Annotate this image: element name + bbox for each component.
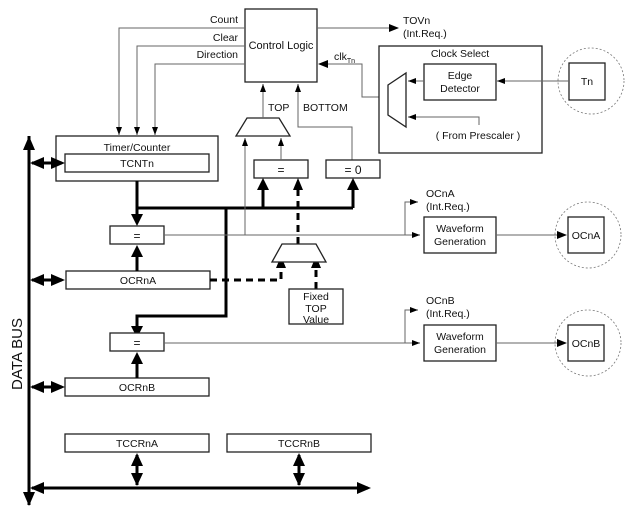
edge-detector-label-2: Detector xyxy=(440,83,480,95)
fixed-mux-dashed-arrow xyxy=(293,178,303,190)
ocnb-pin-circle xyxy=(554,309,622,377)
fixed-top-label-3: Value xyxy=(303,314,329,326)
ocnb-intreq-label: (Int.Req.) xyxy=(426,308,470,320)
ocna-pin-circle xyxy=(554,201,622,269)
data-bus-arrow-up xyxy=(23,136,35,150)
prescaler-line xyxy=(408,114,480,125)
control-logic-box xyxy=(244,8,318,83)
waveform-generation-b-box xyxy=(423,324,497,362)
bottom-bus-arrow-right xyxy=(357,482,371,494)
tccrna-label: TCCRnA xyxy=(116,438,158,450)
direction-line xyxy=(152,63,245,135)
ocna-pin-label: OCnA xyxy=(572,230,601,242)
top-label: TOP xyxy=(268,102,289,114)
tccrna-register xyxy=(64,433,210,453)
fixed-top-mux-icon xyxy=(270,243,328,263)
compare-b-box xyxy=(109,332,165,352)
compare-a-label: = xyxy=(133,229,140,243)
count-label: Count xyxy=(210,14,238,26)
ocna-int-line xyxy=(404,199,418,235)
bottom-label: BOTTOM xyxy=(303,102,348,114)
data-bus-arrow-down xyxy=(23,492,35,506)
ocnb-int-line xyxy=(404,307,418,343)
ocna-pin-box xyxy=(567,216,605,254)
tccrnb-register xyxy=(226,433,372,453)
tov-label: TOVn xyxy=(403,15,430,27)
edge-detector-label-1: Edge xyxy=(448,70,473,82)
control-signals: Count Clear Direction xyxy=(116,14,245,135)
compare-b-label: = xyxy=(133,336,140,350)
ocrna-dashed-to-mux xyxy=(210,268,283,282)
top-compare-label: = xyxy=(277,163,284,177)
ocrnb-bus-arrow xyxy=(30,381,65,393)
waveform-a-label-1: Waveform xyxy=(436,223,484,235)
ocnb-pin-box xyxy=(567,324,605,362)
waveform-b-label-2: Generation xyxy=(434,344,486,356)
tov-intreq-label: (Int.Req.) xyxy=(403,28,447,40)
ocrna-bus-arrow xyxy=(30,274,65,286)
ocrnb-to-compare-arrow xyxy=(131,352,143,378)
control-logic-label: Control Logic xyxy=(249,40,314,52)
ocna-intreq-label: (Int.Req.) xyxy=(426,201,470,213)
timer-counter-title: Timer/Counter xyxy=(104,142,171,154)
zero-compare-label: = 0 xyxy=(344,163,361,177)
clk-line xyxy=(318,60,388,98)
clear-label: Clear xyxy=(213,32,239,44)
edge-detector-box xyxy=(423,63,497,101)
tn-pin-box xyxy=(568,62,606,101)
tn-pin-label: Tn xyxy=(581,76,593,88)
ocrna-to-compare-arrow xyxy=(131,245,143,271)
data-bus-label: DATA BUS xyxy=(9,318,26,390)
waveform-a-label-2: Generation xyxy=(434,236,486,248)
bottom-line xyxy=(295,84,353,160)
clear-line xyxy=(134,45,245,135)
top-mux-icon xyxy=(234,117,292,137)
waveform-b-label-1: Waveform xyxy=(436,331,484,343)
tccrnb-bus-arrow xyxy=(293,453,305,486)
clk-label: clkTn xyxy=(334,51,355,65)
direction-label: Direction xyxy=(197,49,239,61)
ocrnb-label: OCRnB xyxy=(119,382,155,394)
tcnt-label: TCNTn xyxy=(120,158,154,170)
bottom-bus-arrow-left xyxy=(30,482,44,494)
tn-pin-circle xyxy=(557,47,625,115)
tccrnb-label: TCCRnB xyxy=(278,438,320,450)
clock-select-title: Clock Select xyxy=(431,48,489,60)
clock-mux-icon xyxy=(387,71,407,129)
fixed-top-label-2: TOP xyxy=(305,303,326,315)
count-line xyxy=(116,27,245,135)
data-bus: DATA BUS xyxy=(9,136,371,506)
prescaler-label: ( From Prescaler ) xyxy=(436,130,521,142)
ocnb-int-label: OCnB xyxy=(426,295,455,307)
ocrna-label: OCRnA xyxy=(120,275,156,287)
tccrna-bus-arrow xyxy=(131,453,143,486)
ocna-int-label: OCnA xyxy=(426,188,455,200)
ocnb-pin-label: OCnB xyxy=(572,338,601,350)
waveform-generation-a-box xyxy=(423,216,497,254)
tcnt-bus-arrow xyxy=(30,157,65,169)
fixed-top-value-box xyxy=(288,288,344,325)
fixed-top-label-1: Fixed xyxy=(303,291,329,303)
